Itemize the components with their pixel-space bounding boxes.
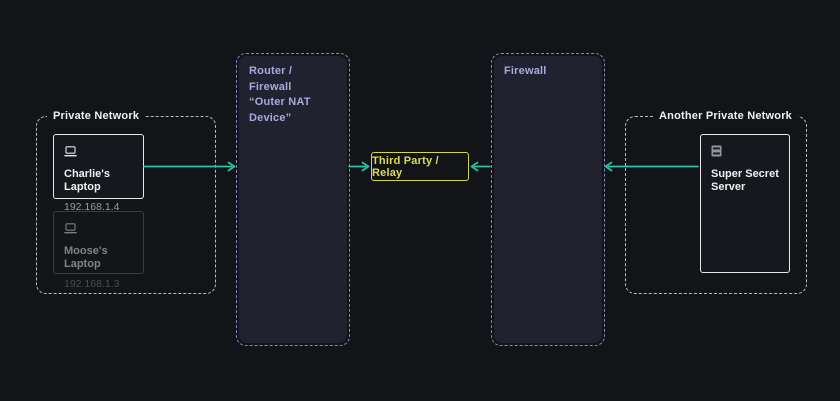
super-secret-server-node: Super Secret Server <box>700 134 790 273</box>
firewall-label: Firewall <box>492 54 604 90</box>
private-network-label: Private Network <box>47 109 146 124</box>
node-name: Charlie's Laptop <box>64 168 111 193</box>
node-name: Super Secret Server <box>711 168 779 193</box>
arrow-router-to-relay <box>348 161 370 172</box>
router-firewall-title: Router / Firewall <box>249 65 293 93</box>
node-ip: 192.168.1.4 <box>64 201 120 213</box>
node-name: Moose's Laptop <box>64 245 108 270</box>
arrow-firewall-to-relay <box>470 161 491 172</box>
third-party-relay: Third Party / Relay <box>371 152 469 181</box>
laptop-icon <box>64 221 133 239</box>
router-firewall-label: Router / Firewall “Outer NAT Device” <box>237 54 349 136</box>
firewall-fill <box>494 56 602 343</box>
firewall-title: Firewall <box>504 65 547 77</box>
router-firewall-subtitle: “Outer NAT Device” <box>249 96 311 124</box>
node-ip: 192.168.1.3 <box>64 278 120 290</box>
firewall-box: Firewall <box>491 53 605 346</box>
another-private-network-label: Another Private Network <box>653 109 798 124</box>
router-firewall-box: Router / Firewall “Outer NAT Device” <box>236 53 350 346</box>
laptop-icon <box>64 144 133 162</box>
mooses-laptop-node: Moose's Laptop 192.168.1.3 <box>53 211 144 290</box>
relay-label: Third Party / Relay <box>372 154 439 179</box>
private-network-group: Private Network Charlie's Laptop 192.168… <box>36 109 216 294</box>
charlies-laptop-node: Charlie's Laptop 192.168.1.4 <box>53 134 144 213</box>
router-firewall-fill <box>239 56 347 343</box>
another-private-network-group: Another Private Network Super Secret Ser… <box>625 109 807 294</box>
server-icon <box>711 144 779 162</box>
